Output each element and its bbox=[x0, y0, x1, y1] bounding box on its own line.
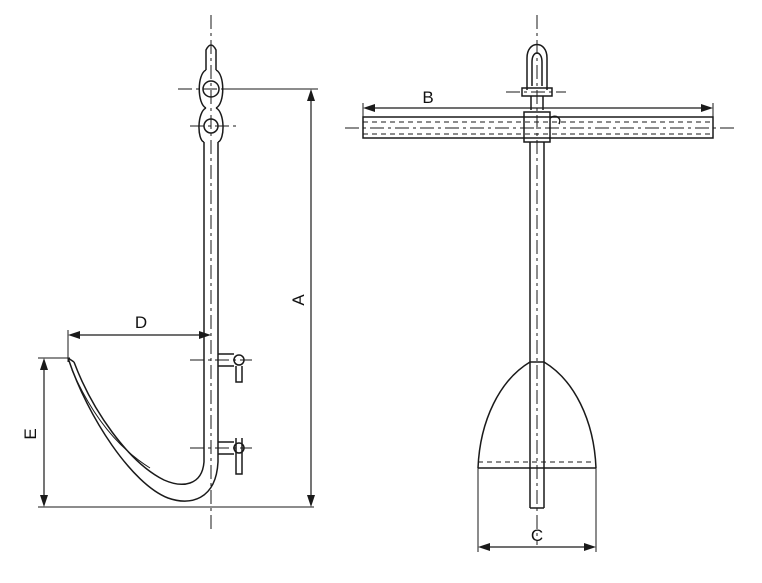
shackle-inner bbox=[531, 52, 543, 86]
dim-e-arrow-bottom bbox=[40, 495, 48, 507]
dimension-a: A bbox=[221, 88, 318, 507]
fluke-left-edge bbox=[477, 361, 531, 469]
front-view: B C bbox=[345, 15, 735, 552]
collar-latch bbox=[549, 115, 561, 125]
dim-c-label: C bbox=[531, 526, 543, 545]
lower-lug-plate bbox=[218, 441, 234, 455]
dim-e-arrow-top bbox=[40, 358, 48, 370]
dim-d-arrow-right bbox=[199, 331, 211, 339]
dimension-c: C bbox=[477, 468, 597, 552]
dim-d-arrow-left bbox=[68, 331, 80, 339]
hook-inner-curve bbox=[73, 361, 205, 485]
upper-lug-pin bbox=[233, 354, 245, 366]
top-tab bbox=[205, 44, 217, 70]
side-view: A D E bbox=[21, 15, 318, 533]
dim-a-label: A bbox=[289, 294, 308, 306]
dim-c-arrow-right bbox=[584, 543, 596, 551]
dim-d-label: D bbox=[135, 313, 147, 332]
dimension-b: B bbox=[362, 88, 714, 118]
lower-lug-bolt bbox=[235, 438, 243, 475]
dim-c-arrow-left bbox=[478, 543, 490, 551]
dimension-d: D bbox=[67, 313, 211, 362]
hook-outer-curve bbox=[67, 357, 219, 502]
dim-a-arrow-bottom bbox=[307, 495, 315, 507]
dim-e-label: E bbox=[21, 428, 40, 439]
fluke-edge-line bbox=[71, 369, 151, 469]
stock-collar bbox=[523, 111, 551, 143]
dim-a-arrow-top bbox=[307, 89, 315, 101]
fluke-tip bbox=[67, 357, 75, 363]
shackle-outer bbox=[526, 43, 548, 90]
dimension-e: E bbox=[21, 357, 70, 507]
lower-lug-pin bbox=[233, 442, 245, 454]
upper-lug-bolt bbox=[235, 366, 243, 383]
dim-b-label: B bbox=[422, 88, 433, 107]
upper-lug-plate bbox=[218, 353, 234, 367]
fluke-right-edge bbox=[543, 361, 597, 469]
dim-b-arrow-right bbox=[701, 104, 713, 112]
dim-b-arrow-left bbox=[363, 104, 375, 112]
